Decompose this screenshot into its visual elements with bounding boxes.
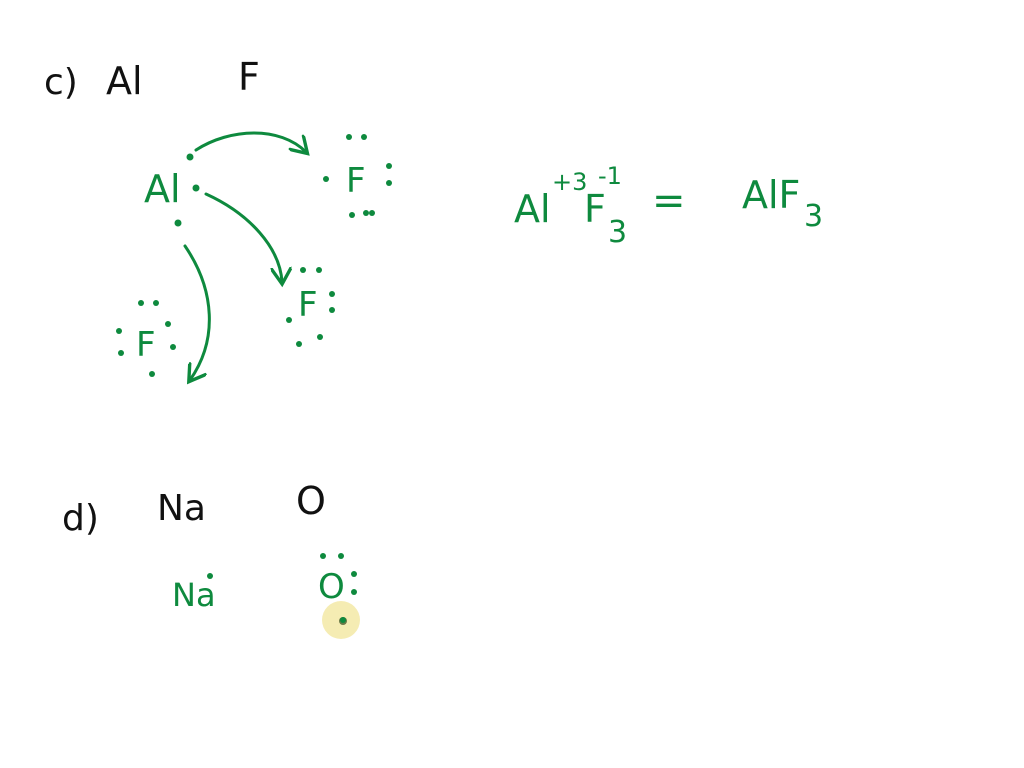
f-middle-received-electron [286, 317, 292, 323]
o-electron [351, 589, 357, 595]
electron-transfer-arrow-top [194, 131, 306, 152]
formula-anion-subscript: 3 [608, 215, 627, 250]
part-d-element-o: O [296, 479, 326, 523]
f-top-electron [346, 134, 352, 140]
formula-result-subscript: 3 [804, 199, 823, 234]
f-middle-electron [329, 307, 335, 313]
o-electron [351, 571, 357, 577]
f-middle-electron [317, 334, 323, 340]
f-top-electron [363, 210, 369, 216]
f-bottom-electron [116, 328, 122, 334]
al-valence-electron-right [192, 184, 200, 192]
f-top-electron [386, 180, 392, 186]
f-bottom-electron [165, 321, 171, 327]
formula-result: AlF [742, 173, 800, 217]
lewis-f-middle-symbol: F [298, 285, 318, 325]
o-electron [340, 617, 346, 623]
f-bottom-electron [170, 344, 176, 350]
electron-transfer-arrow-middle [204, 192, 282, 282]
f-middle-electron [329, 291, 335, 297]
f-top-electron [349, 212, 355, 218]
na-valence-electron [207, 573, 213, 579]
lewis-al-symbol: Al [144, 167, 181, 211]
f-top-electron [386, 163, 392, 169]
f-top-electron [361, 134, 367, 140]
f-middle-electron [296, 341, 302, 347]
lewis-o-symbol: O [318, 567, 345, 607]
f-bottom-electron [153, 300, 159, 306]
f-bottom-electron [118, 350, 124, 356]
formula-equals: = [652, 178, 686, 224]
f-top-received-electron [323, 176, 329, 182]
f-bottom-electron [138, 300, 144, 306]
lewis-na-symbol: Na [172, 576, 216, 614]
formula-cation-charge: +3 [552, 168, 587, 196]
part-c-label: c) [44, 62, 78, 103]
f-middle-electron [300, 267, 306, 273]
formula-cation: Al [514, 187, 551, 231]
formula-anion: F [584, 187, 606, 231]
electron-transfer-arrow-bottom [183, 244, 211, 380]
f-middle-electron [316, 267, 322, 273]
al-valence-electron-bottom [174, 219, 182, 227]
part-d-element-na: Na [157, 488, 206, 529]
al-valence-electron-top [186, 153, 194, 161]
o-electron [338, 553, 344, 559]
part-d-label: d) [62, 498, 99, 539]
formula-anion-charge: -1 [598, 162, 622, 190]
lewis-f-bottom-symbol: F [136, 325, 156, 365]
lewis-f-top-symbol: F [346, 161, 366, 201]
f-bottom-electron [149, 371, 155, 377]
part-c-element-f: F [238, 55, 260, 99]
part-c-element-al: Al [106, 59, 143, 103]
o-electron [320, 553, 326, 559]
f-top-electron [369, 210, 375, 216]
